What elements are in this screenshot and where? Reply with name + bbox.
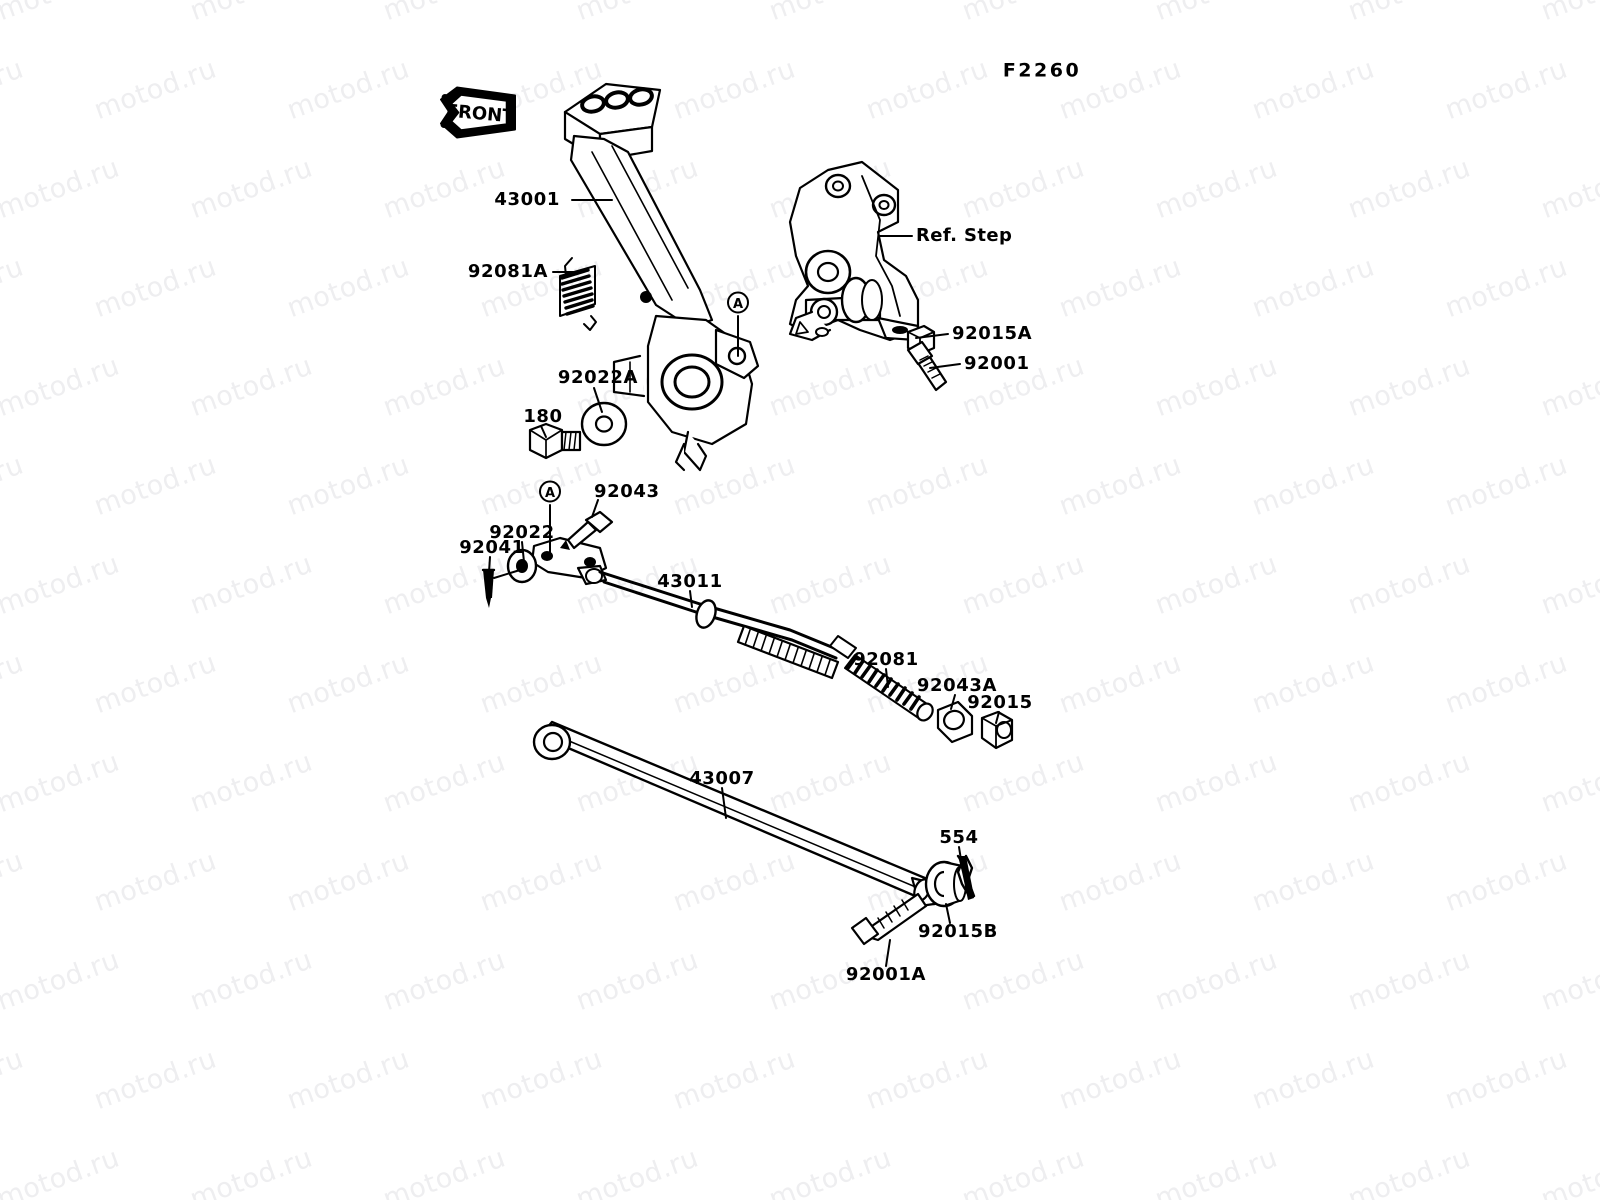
leader-lines xyxy=(488,199,1000,967)
front-direction-badge: FRONT xyxy=(427,78,523,155)
leader-line-rod-brake xyxy=(689,590,693,608)
part-label-washer-small: 92022 xyxy=(489,522,555,543)
part-label-cotter-pin-upper: 92041 xyxy=(459,537,525,558)
leader-line-bolt-pedal-pivot xyxy=(540,425,547,438)
part-label-nut-torque-link: 92015B xyxy=(918,921,998,942)
part-label-nut-adjuster: 92015 xyxy=(967,692,1033,713)
bolt-180 xyxy=(528,422,582,460)
part-label-cotter-pin-lower: 554 xyxy=(939,827,979,848)
part-label-spring-return-upper: 92081A xyxy=(467,261,548,282)
part-label-rod-brake: 43011 xyxy=(657,571,723,592)
cotter-pin-92041 xyxy=(481,568,521,608)
part-label-pedal-brake: 43001 xyxy=(494,189,560,210)
ref-step-bracket xyxy=(788,160,920,342)
leader-line-washer-large xyxy=(593,387,603,413)
leader-line-nut-upper-pivot xyxy=(915,333,949,339)
leader-line-joint-rod-end xyxy=(950,694,956,710)
leader-line-spring-return-lower xyxy=(885,668,889,688)
leader-line-bolt-torque-link xyxy=(885,939,891,967)
leader-line-torque-link-arm xyxy=(721,787,727,819)
part-label-bolt-upper-pivot: 92001 xyxy=(964,353,1030,374)
leader-line-cotter-pin-upper xyxy=(488,556,491,573)
reference-marker-label: A xyxy=(545,486,555,501)
rod-43011-assembly xyxy=(530,536,840,680)
part-label-bolt-pedal-pivot: 180 xyxy=(523,406,563,427)
part-label-spring-return-lower: 92081 xyxy=(853,649,919,670)
part-label-torque-link-arm: 43007 xyxy=(689,768,755,789)
spring-92081A xyxy=(559,257,597,331)
part-label-joint-rod-end: 92043A xyxy=(916,675,998,696)
torque-link-43007 xyxy=(532,720,950,908)
brake-pedal-body xyxy=(563,82,760,472)
leader-line-washer-small xyxy=(521,541,525,563)
reference-marker-a: A xyxy=(725,290,751,321)
part-label-washer-large: 92022A xyxy=(557,367,639,388)
part-label-pin-upper-rod: 92043 xyxy=(594,481,660,502)
leader-line-pin-upper-rod xyxy=(591,499,599,518)
bolt-92001 xyxy=(906,340,948,392)
part-label-nut-upper-pivot: 92015A xyxy=(952,323,1033,344)
leader-line-bolt-upper-pivot xyxy=(929,363,961,369)
leader-line-nut-adjuster xyxy=(995,711,1000,724)
leader-line-cotter-pin-lower xyxy=(958,846,962,861)
washer-92022A xyxy=(580,401,628,447)
leader-line-nut-torque-link xyxy=(945,903,951,924)
reference-marker-a: A xyxy=(537,479,563,510)
part-label-reference-step-bracket: Ref. Step xyxy=(916,225,1013,246)
reference-marker-label: A xyxy=(733,297,743,312)
bolt-92001A xyxy=(850,892,928,946)
nut-92015 xyxy=(980,710,1014,750)
sheet-code: F2260 xyxy=(1002,59,1082,82)
joint-92043A xyxy=(936,700,974,744)
part-label-bolt-torque-link: 92001A xyxy=(845,964,927,985)
